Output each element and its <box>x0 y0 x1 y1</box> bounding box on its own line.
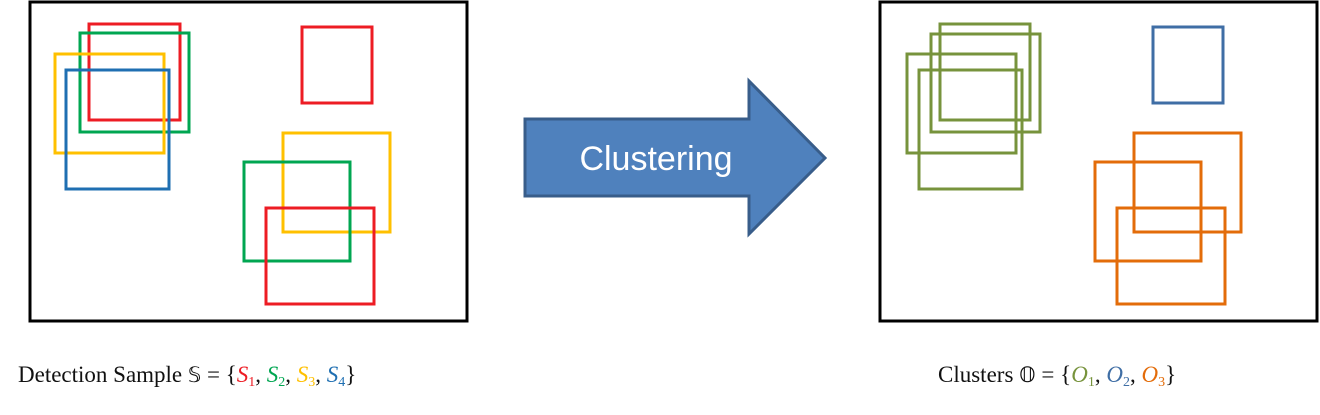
open-brace: { <box>1060 362 1072 387</box>
comma: , <box>255 362 262 387</box>
clustering-arrow <box>523 77 828 238</box>
equals-sign: = <box>207 362 220 387</box>
set-symbol: 𝕆 <box>1019 363 1036 387</box>
clusters-caption: Clusters 𝕆 = {O1, O2, O3} <box>938 362 1177 390</box>
detection-box-s2 <box>242 160 352 263</box>
detection-box-s3 <box>281 131 392 234</box>
detection-box-s1 <box>264 206 376 306</box>
comma: , <box>285 362 292 387</box>
detection-box-s3 <box>53 52 166 155</box>
cluster-box-o1 <box>905 52 1018 155</box>
cluster-box-o2 <box>1151 25 1225 105</box>
cluster-box-o1 <box>929 32 1042 134</box>
detection-box-s1 <box>87 22 182 122</box>
clustering-arrow-label: Clustering <box>579 140 732 178</box>
detection-box-s2 <box>78 31 191 134</box>
detection-sample-frame <box>28 0 469 323</box>
open-brace: { <box>225 362 237 387</box>
detection-box-s4 <box>64 68 171 191</box>
close-brace: } <box>1165 362 1177 387</box>
comma: , <box>315 362 322 387</box>
equals-sign: = <box>1041 362 1055 387</box>
clusters-frame <box>878 0 1319 323</box>
set-symbol: 𝕊 <box>187 363 202 387</box>
caption-prefix: Clusters <box>938 362 1014 387</box>
cluster-box-o3 <box>1093 160 1203 263</box>
close-brace: } <box>345 362 357 387</box>
cluster-box-o3 <box>1132 131 1243 234</box>
set-element: O1 <box>1071 362 1095 390</box>
set-element: O2 <box>1106 362 1130 390</box>
set-element: O3 <box>1141 362 1166 390</box>
set-element: S4 <box>326 362 346 390</box>
cluster-box-o1 <box>938 22 1032 122</box>
set-element: S2 <box>266 362 286 390</box>
cluster-box-o1 <box>917 68 1024 191</box>
comma: , <box>1094 362 1101 387</box>
caption-prefix: Detection Sample <box>18 362 183 387</box>
set-element: S3 <box>296 362 316 390</box>
set-element: S1 <box>236 362 256 390</box>
detection-box-s1 <box>300 25 374 105</box>
comma: , <box>1129 362 1136 387</box>
detection-sample-caption: Detection Sample 𝕊 = {S1, S2, S3, S4} <box>18 362 357 390</box>
cluster-box-o3 <box>1115 206 1227 306</box>
